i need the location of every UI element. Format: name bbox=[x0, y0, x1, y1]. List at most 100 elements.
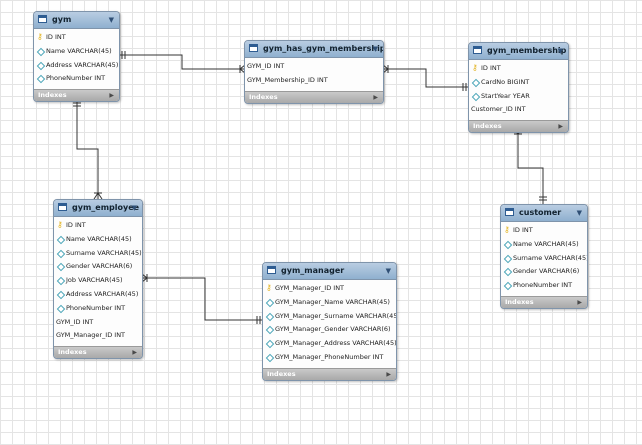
column-label: Name VARCHAR(45) bbox=[46, 46, 112, 55]
table-column[interactable]: ⚷ID INT bbox=[469, 62, 568, 76]
table-column[interactable]: GYM_ID INT bbox=[245, 60, 383, 74]
table-column[interactable]: Name VARCHAR(45) bbox=[54, 233, 142, 247]
table-column[interactable]: ⚷GYM_Manager_ID INT bbox=[263, 282, 396, 296]
column-label: Name VARCHAR(45) bbox=[513, 239, 579, 248]
column-label: Surname VARCHAR(45) bbox=[513, 253, 588, 262]
table-column[interactable]: GYM_Manager_PhoneNumber INT bbox=[263, 351, 396, 365]
column-label: ID INT bbox=[513, 226, 533, 234]
collapse-arrow-icon[interactable]: ▼ bbox=[557, 47, 563, 55]
table-header[interactable]: customer ▼ bbox=[501, 205, 587, 222]
expand-arrow-icon[interactable]: ▶ bbox=[373, 93, 378, 101]
table-title: customer bbox=[519, 208, 562, 217]
diamond-icon bbox=[265, 339, 275, 349]
table-column[interactable]: Gender VARCHAR(6) bbox=[501, 265, 587, 279]
diamond-icon bbox=[471, 92, 481, 101]
column-label: Gender VARCHAR(6) bbox=[66, 262, 133, 271]
collapse-arrow-icon[interactable]: ▼ bbox=[108, 16, 114, 24]
table-header[interactable]: gym_has_gym_membership▼ bbox=[245, 41, 383, 58]
relationship-membership-gym-has-membership bbox=[382, 64, 469, 91]
column-label: Customer_ID INT bbox=[471, 105, 526, 114]
indexes-bar[interactable]: Indexes▶ bbox=[469, 120, 568, 133]
table-column[interactable]: GYM_Manager_Gender VARCHAR(6) bbox=[263, 323, 396, 337]
diamond-icon bbox=[503, 268, 513, 277]
expand-arrow-icon[interactable]: ▶ bbox=[132, 349, 137, 357]
key-icon: ⚷ bbox=[504, 225, 510, 234]
table-column[interactable]: GYM_Manager_Address VARCHAR(45) bbox=[263, 337, 396, 351]
expand-arrow-icon[interactable]: ▶ bbox=[577, 298, 582, 306]
column-label: Name VARCHAR(45) bbox=[66, 234, 132, 243]
column-label: GYM_Manager_Name VARCHAR(45) bbox=[275, 297, 390, 306]
indexes-label: Indexes bbox=[38, 91, 67, 100]
expand-arrow-icon[interactable]: ▶ bbox=[558, 123, 563, 131]
table-column[interactable]: CardNo BIGINT bbox=[469, 76, 568, 90]
key-icon: ⚷ bbox=[37, 32, 43, 41]
expand-arrow-icon[interactable]: ▶ bbox=[386, 370, 391, 378]
collapse-arrow-icon[interactable]: ▼ bbox=[372, 45, 378, 53]
table-header[interactable]: gym_manager▼ bbox=[263, 263, 396, 280]
table-column[interactable]: PhoneNumber INT bbox=[54, 302, 142, 316]
indexes-label: Indexes bbox=[58, 348, 87, 357]
key-icon: ⚷ bbox=[57, 220, 63, 229]
table-column[interactable]: GYM_Manager_Surname VARCHAR(45) bbox=[263, 310, 396, 324]
column-label: ID INT bbox=[46, 33, 66, 41]
table-column[interactable]: Gender VARCHAR(6) bbox=[54, 260, 142, 274]
column-label: GYM_ID INT bbox=[247, 62, 285, 70]
diamond-icon bbox=[503, 240, 513, 250]
table-column[interactable]: PhoneNumber INT bbox=[501, 279, 587, 293]
diamond-icon bbox=[265, 326, 275, 335]
table-column[interactable]: Customer_ID INT bbox=[469, 103, 568, 117]
table-column[interactable]: StartYear YEAR bbox=[469, 90, 568, 104]
diamond-icon bbox=[503, 281, 513, 291]
table-header[interactable]: gym_employee▼ bbox=[54, 200, 142, 217]
table-column[interactable]: Job VARCHAR(45) bbox=[54, 274, 142, 288]
table-column[interactable]: GYM_Manager_Name VARCHAR(45) bbox=[263, 296, 396, 310]
indexes-bar[interactable]: Indexes▶ bbox=[501, 295, 587, 308]
table-icon bbox=[58, 203, 67, 211]
table-gym-has-gym-membership[interactable]: gym_has_gym_membership▼ GYM_ID INT GYM_Mem… bbox=[244, 40, 384, 104]
relationship-customer-membership bbox=[513, 128, 547, 204]
table-column[interactable]: ⚷ID INT bbox=[34, 31, 119, 45]
table-column[interactable]: Address VARCHAR(45) bbox=[34, 59, 119, 73]
indexes-bar[interactable]: Indexes▶ bbox=[245, 90, 383, 103]
indexes-bar[interactable]: Indexes ▶ bbox=[34, 89, 119, 102]
diamond-icon bbox=[265, 298, 275, 308]
collapse-arrow-icon[interactable]: ▼ bbox=[131, 204, 137, 212]
indexes-bar[interactable]: Indexes▶ bbox=[263, 367, 396, 380]
collapse-arrow-icon[interactable]: ▼ bbox=[576, 209, 582, 217]
column-label: Address VARCHAR(45) bbox=[46, 60, 119, 69]
table-column[interactable]: Address VARCHAR(45) bbox=[54, 288, 142, 302]
table-column[interactable]: GYM_Manager_ID INT bbox=[54, 329, 142, 343]
table-title: gym_has_gym_membership bbox=[263, 44, 384, 53]
column-label: CardNo BIGINT bbox=[481, 77, 530, 86]
table-header[interactable]: gym▼ bbox=[34, 12, 119, 29]
indexes-bar[interactable]: Indexes ▶ bbox=[54, 346, 142, 359]
diamond-icon bbox=[36, 75, 46, 84]
column-label: GYM_ID INT bbox=[56, 317, 94, 326]
collapse-arrow-icon[interactable]: ▼ bbox=[385, 267, 391, 275]
table-icon bbox=[473, 46, 482, 54]
column-label: Job VARCHAR(45) bbox=[66, 276, 123, 285]
expand-arrow-icon[interactable]: ▶ bbox=[109, 92, 114, 100]
column-label: GYM_Manager_Gender VARCHAR(6) bbox=[275, 325, 391, 334]
diamond-icon bbox=[36, 61, 46, 70]
table-column[interactable]: GYM_Membership_ID INT bbox=[245, 74, 383, 88]
table-header[interactable]: gym_membership▼ bbox=[469, 43, 568, 60]
diamond-icon bbox=[56, 263, 66, 272]
table-column[interactable]: Name VARCHAR(45) bbox=[501, 238, 587, 252]
table-column[interactable]: GYM_ID INT bbox=[54, 316, 142, 330]
table-column[interactable]: ⚷ID INT bbox=[54, 219, 142, 233]
table-column[interactable]: PhoneNumber INT bbox=[34, 72, 119, 86]
table-column[interactable]: Name VARCHAR(45) bbox=[34, 45, 119, 59]
table-column[interactable]: ⚷ID INT bbox=[501, 224, 587, 238]
table-column[interactable]: Surname VARCHAR(45) bbox=[54, 247, 142, 261]
table-column[interactable]: Surname VARCHAR(45) bbox=[501, 252, 587, 266]
